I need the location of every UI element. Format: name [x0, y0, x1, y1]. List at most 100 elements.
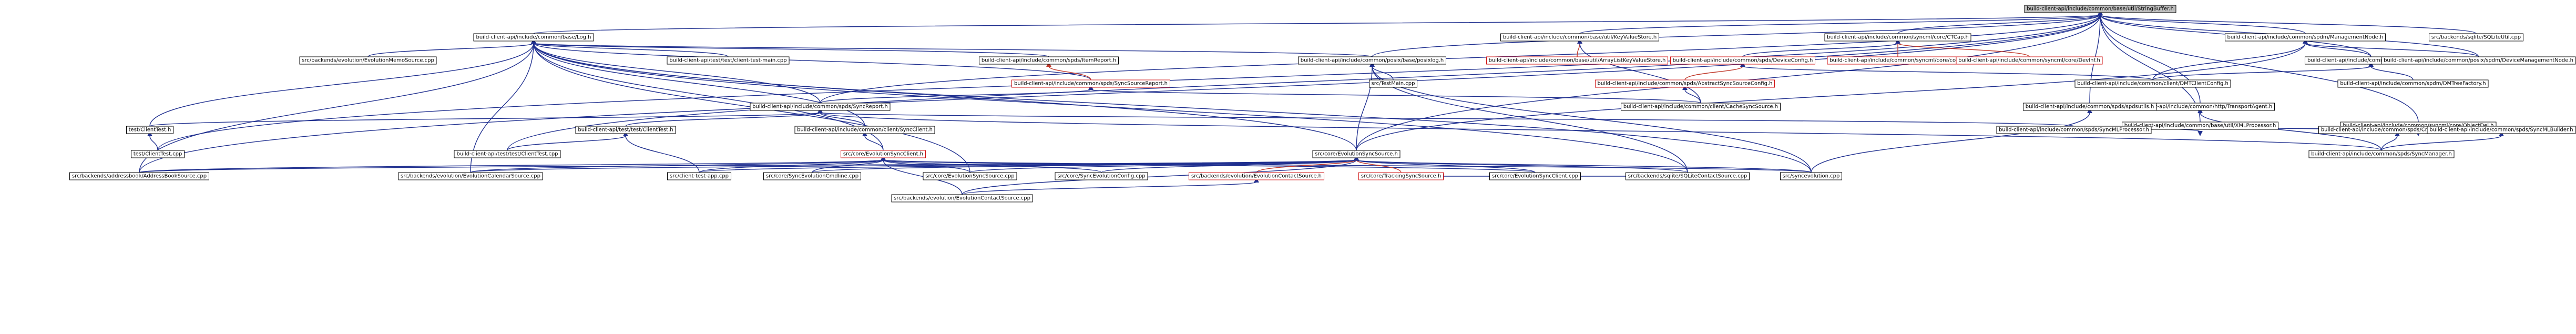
edge-transp-syncmgr — [2197, 108, 2382, 151]
edge-sb-bctestcpp — [507, 10, 2103, 151]
node-ssr[interactable]: build-client-api/include/common/spds/Syn… — [1011, 79, 1170, 88]
node-bctest[interactable]: build-client-api/test/test/ClientTest.h — [575, 126, 676, 134]
node-label: build-client-api/test/test/ClientTest.cp… — [456, 151, 558, 157]
node-ctestcpp[interactable]: test/ClientTest.cpp — [131, 150, 185, 158]
node-abs[interactable]: src/backends/addressbook/AddressBookSour… — [69, 172, 209, 180]
node-memo[interactable]: src/backends/evolution/EvolutionMemoSour… — [299, 56, 437, 65]
node-log[interactable]: build-client-api/include/common/base/Log… — [473, 33, 594, 42]
node-syncevo[interactable]: src/syncevolution.cpp — [1780, 172, 1842, 180]
node-label: build-client-api/include/common/posix/sp… — [2384, 58, 2573, 64]
node-asc[interactable]: build-client-api/include/common/spds/Abs… — [1595, 79, 1775, 88]
node-mgmt[interactable]: build-client-api/include/common/spdm/Man… — [2225, 33, 2386, 42]
node-smlb[interactable]: build-client-api/include/common/spds/Syn… — [2427, 126, 2576, 134]
node-testmain[interactable]: build-client-api/test/test/client-test-m… — [667, 56, 790, 65]
node-cachess[interactable]: build-client-api/include/common/client/C… — [1621, 103, 1781, 111]
node-ctesth[interactable]: test/ClientTest.h — [126, 126, 173, 134]
node-esscpp[interactable]: src/core/EvolutionSyncSource.cpp — [923, 172, 1017, 180]
node-label: src/backends/evolution/EvolutionContactS… — [894, 196, 1030, 201]
node-devinf[interactable]: build-client-api/include/common/syncml/c… — [1956, 56, 2103, 65]
edge-ess-ecsh — [1256, 155, 1359, 173]
node-posixdmn[interactable]: build-client-api/include/common/posix/sp… — [2381, 56, 2576, 65]
node-dmtcc[interactable]: build-client-api/include/common/client/D… — [2074, 79, 2231, 88]
edge-ess-cmdl — [812, 155, 1359, 173]
node-tss[interactable]: src/core/TrackingSyncSource.h — [1358, 172, 1444, 180]
edge-syncclient-esc — [862, 131, 884, 151]
node-label: build-client-api/include/common/syncml/c… — [1958, 58, 2100, 64]
node-label: build-client-api/include/common/spds/Syn… — [752, 104, 888, 110]
edge-log-posixlog — [531, 38, 1373, 57]
edge-syncrep-syncmgr — [817, 108, 2382, 151]
node-xmlproc[interactable]: build-client-api/include/common/base/uti… — [2122, 122, 2278, 130]
node-syncclient[interactable]: build-client-api/include/common/client/S… — [794, 126, 935, 134]
edge-ecsh-ecscpp — [962, 177, 1259, 195]
node-scfg[interactable]: src/core/SyncEvolutionConfig.cpp — [1055, 172, 1148, 180]
edge-ess-tss — [1354, 155, 1402, 173]
node-ctmain[interactable]: src/TestMain.cpp — [1369, 79, 1417, 88]
node-cmdl[interactable]: src/core/SyncEvolutionCmdline.cpp — [763, 172, 861, 180]
node-box — [1055, 172, 1148, 180]
node-itemrep[interactable]: build-client-api/include/common/spds/Ite… — [979, 56, 1119, 65]
node-box — [1956, 56, 2103, 65]
node-box — [923, 172, 1017, 180]
edge-dmtree-dmtcc — [2152, 62, 2374, 80]
node-ecal[interactable]: src/backends/evolution/EvolutionCalendar… — [398, 172, 543, 180]
node-alkvs[interactable]: build-client-api/include/common/base/uti… — [1486, 56, 1668, 65]
edge-syncrep-syncclient — [817, 108, 865, 127]
node-ctapp[interactable]: src/client-test-app.cpp — [667, 172, 731, 180]
node-label: build-client-api/test/test/client-test-m… — [669, 58, 786, 64]
node-label: build-client-api/include/common/base/uti… — [1503, 35, 1657, 41]
node-label: src/core/EvolutionSyncClient.cpp — [1492, 174, 1578, 179]
node-label: build-client-api/include/common/spds/Abs… — [1598, 81, 1773, 87]
node-ecsh[interactable]: src/backends/evolution/EvolutionContactS… — [1189, 172, 1324, 180]
node-ctcap[interactable]: build-client-api/include/common/syncml/c… — [1824, 33, 1971, 42]
node-box — [1369, 79, 1417, 88]
node-sqlcs[interactable]: src/backends/sqlite/SQLiteContactSource.… — [1626, 172, 1750, 180]
node-spdsutil[interactable]: build-client-api/include/common/spds/spd… — [2023, 103, 2156, 111]
node-label: src/backends/sqlite/SQLiteUtil.cpp — [2431, 35, 2521, 41]
node-box — [1500, 33, 1659, 42]
node-kvs[interactable]: build-client-api/include/common/base/uti… — [1500, 33, 1659, 42]
node-layer: build-client-api/include/common/base/uti… — [69, 5, 2576, 203]
node-box — [131, 150, 185, 158]
node-box — [1824, 33, 1971, 42]
edge-syncrep-ctesth — [149, 108, 823, 127]
node-box — [2308, 150, 2455, 158]
node-box — [2427, 126, 2576, 134]
node-label: build-client-api/include/common/spds/Syn… — [2311, 151, 2451, 157]
node-box — [1358, 172, 1444, 180]
edge-esc-ecal — [470, 155, 886, 173]
node-devcfg[interactable]: build-client-api/include/common/spds/Dev… — [1670, 56, 1815, 65]
node-dmtf[interactable]: build-client-api/include/common/spdm/DMT… — [2337, 79, 2489, 88]
node-esccpp[interactable]: src/core/EvolutionSyncClient.cpp — [1489, 172, 1581, 180]
node-label: build-client-api/include/common/base/uti… — [2027, 6, 2174, 12]
node-label: build-client-api/include/common/posix/ba… — [1301, 58, 1444, 64]
node-ess[interactable]: src/core/EvolutionSyncSource.h — [1312, 150, 1401, 158]
node-bctestcpp[interactable]: build-client-api/test/test/ClientTest.cp… — [454, 150, 561, 158]
edge-ctesth-ctestcpp — [147, 131, 158, 151]
node-box — [1996, 126, 2152, 134]
node-box — [2024, 5, 2176, 13]
node-label: src/syncevolution.cpp — [1783, 174, 1840, 179]
node-ecscpp[interactable]: src/backends/evolution/EvolutionContactS… — [891, 194, 1033, 203]
node-label: src/backends/evolution/EvolutionContactS… — [1191, 174, 1322, 179]
node-esc[interactable]: src/core/EvolutionSyncClient.h — [841, 150, 926, 158]
edge-sb-posixlog — [1372, 10, 2103, 57]
node-label: build-client-api/include/common/spds/Cre… — [2321, 127, 2473, 133]
node-label: build-client-api/include/common/spds/Syn… — [1014, 81, 1168, 87]
node-sqlutil[interactable]: src/backends/sqlite/SQLiteUtil.cpp — [2429, 33, 2523, 42]
node-label: build-client-api/include/common/client/C… — [1623, 104, 1778, 110]
edge-esc-ecscpp — [881, 155, 963, 195]
node-coreh[interactable]: build-client-api/include/common/syncml/c… — [1827, 56, 1969, 65]
node-syncrep[interactable]: build-client-api/include/common/spds/Syn… — [750, 103, 891, 111]
node-posixlog[interactable]: build-client-api/include/common/posix/ba… — [1298, 56, 1446, 65]
node-sb[interactable]: build-client-api/include/common/base/uti… — [2024, 5, 2176, 13]
node-label: build-client-api/test/test/ClientTest.h — [578, 127, 673, 133]
node-syncmgr[interactable]: build-client-api/include/common/spds/Syn… — [2308, 150, 2455, 158]
node-label: build-client-api/include/common/spds/Syn… — [2429, 127, 2573, 133]
node-box — [2122, 122, 2278, 130]
node-smlp[interactable]: build-client-api/include/common/spds/Syn… — [1996, 126, 2152, 134]
edge-esc-abs — [139, 155, 886, 173]
edge-log-testmain — [531, 38, 729, 57]
edge-log-itemrep — [531, 38, 1049, 57]
